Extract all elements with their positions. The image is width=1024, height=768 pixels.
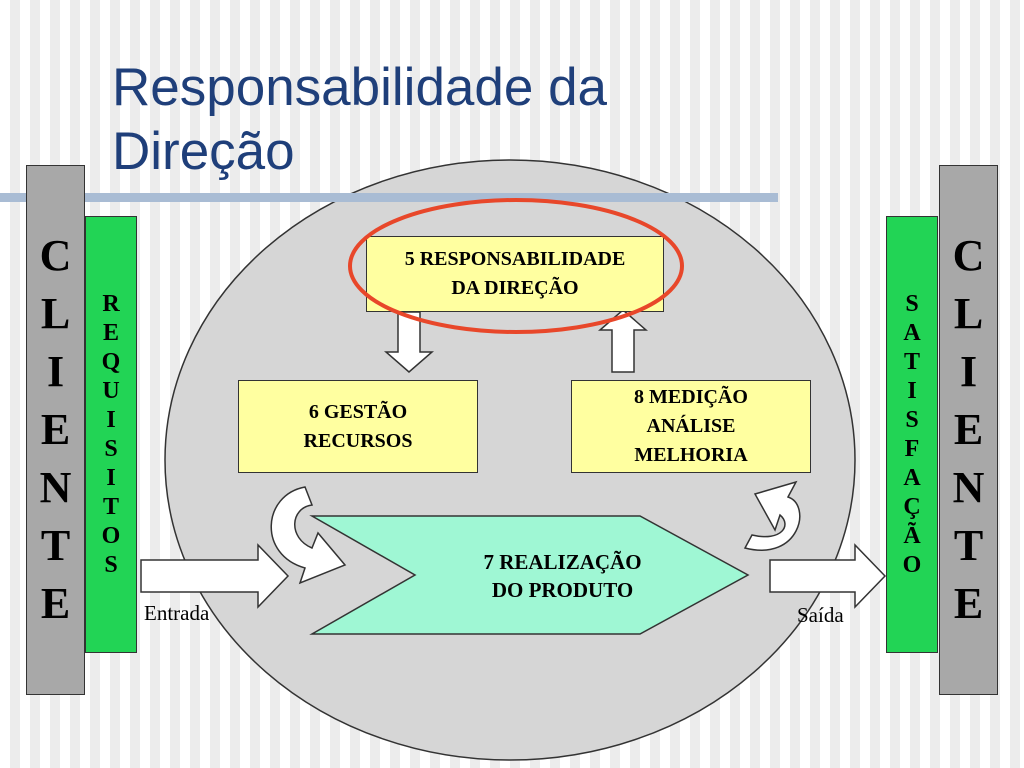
product-realization-label: 7 REALIZAÇÃO DO PRODUTO — [440, 548, 685, 604]
box-responsabilidade-direcao: 5 RESPONSABILIDADE DA DIREÇÃO — [366, 236, 664, 312]
bar-letter: I — [959, 347, 978, 396]
product-line: 7 REALIZAÇÃO — [483, 550, 642, 574]
bar-letter: C — [952, 231, 985, 280]
bar-letter: N — [39, 463, 72, 512]
title-line-2: Direção — [112, 122, 295, 181]
bar-letter: A — [903, 319, 921, 346]
bar-letter: Ã — [903, 522, 921, 549]
bar-letter: E — [953, 405, 984, 454]
box-line: RECURSOS — [303, 429, 413, 452]
box-medicao-analise-melhoria: 8 MEDIÇÃO ANÁLISE MELHORIA — [571, 380, 811, 473]
product-line: DO PRODUTO — [491, 578, 634, 602]
left-cliente-bar: C L I E N T E — [26, 165, 85, 695]
bar-letter: U — [102, 377, 120, 404]
bar-letter: N — [952, 463, 985, 512]
bar-letter: E — [40, 579, 71, 628]
bar-letter: T — [40, 521, 71, 570]
input-arrow-icon — [140, 543, 290, 609]
box-line: ANÁLISE — [646, 415, 736, 437]
entrada-label: Entrada — [144, 601, 210, 625]
right-satisfacao-bar: S A T I S F A Ç Ã O — [886, 216, 938, 653]
bar-letter: E — [953, 579, 984, 628]
bar-letter: A — [903, 464, 921, 491]
curved-arrow-left-icon — [270, 486, 347, 585]
bar-letter: Q — [101, 348, 121, 375]
bar-letter: T — [903, 348, 920, 375]
bar-letter: I — [907, 377, 917, 404]
product-realization-shape — [309, 515, 750, 635]
bar-letter: I — [106, 406, 116, 433]
box-line: 6 GESTÃO — [308, 400, 408, 423]
box-text: 8 MEDIÇÃO ANÁLISE MELHORIA — [634, 383, 748, 470]
bar-letter: E — [40, 405, 71, 454]
curved-arrow-right-icon — [743, 480, 801, 551]
bar-letter: S — [905, 406, 919, 433]
bar-letter: S — [104, 435, 118, 462]
bar-letter: O — [902, 551, 922, 578]
bar-letter: F — [904, 435, 920, 462]
bar-letter: E — [102, 319, 119, 346]
bar-letter: I — [106, 464, 116, 491]
box-gestao-recursos: 6 GESTÃO RECURSOS — [238, 380, 478, 473]
title-line-1: Responsabilidade da — [112, 58, 608, 117]
box-text: 6 GESTÃO RECURSOS — [304, 398, 413, 456]
right-cliente-bar: C L I E N T E — [939, 165, 998, 695]
bar-letter: S — [104, 551, 118, 578]
box-line: MELHORIA — [634, 444, 748, 466]
bar-letter: T — [953, 521, 984, 570]
bar-letter: L — [953, 289, 984, 338]
bar-letter: C — [39, 231, 72, 280]
left-requisitos-bar: R E Q U I S I T O S — [85, 216, 137, 653]
bar-letter: I — [46, 347, 65, 396]
bar-letter: S — [905, 290, 919, 317]
box-line: DA DIREÇÃO — [451, 277, 579, 299]
bar-letter: O — [101, 522, 121, 549]
box-line: 5 RESPONSABILIDADE — [404, 248, 626, 270]
box-line: 8 MEDIÇÃO — [634, 386, 748, 408]
box-text: 5 RESPONSABILIDADE DA DIREÇÃO — [405, 245, 626, 303]
bar-letter: L — [40, 289, 71, 338]
output-arrow-icon — [769, 543, 887, 609]
bar-letter: Ç — [903, 493, 921, 520]
title-underline — [0, 193, 778, 202]
page-title: Responsabilidade da Direção — [112, 56, 812, 184]
bar-letter: T — [102, 493, 119, 520]
saida-label: Saída — [797, 603, 844, 627]
bar-letter: R — [102, 290, 120, 317]
